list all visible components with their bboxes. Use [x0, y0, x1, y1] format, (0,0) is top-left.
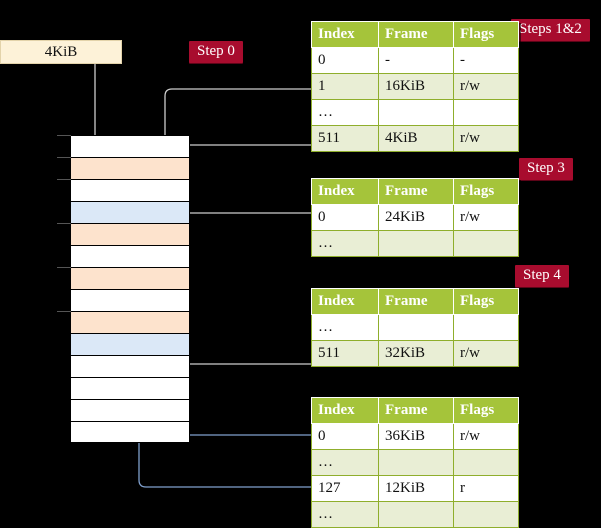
cell-index: …	[311, 449, 379, 476]
cell-frame: -	[378, 47, 454, 74]
cell-index: 0	[311, 47, 379, 74]
table-row: …	[311, 449, 519, 476]
memory-frame-cell	[70, 289, 190, 311]
memory-frame-cell	[70, 157, 190, 179]
cell-frame: 36KiB	[378, 423, 454, 450]
cell-flags	[453, 501, 519, 528]
badge-steps-1-2: Steps 1&2	[511, 19, 590, 41]
memory-frame-cell	[70, 245, 190, 267]
memory-frame-cell	[70, 421, 190, 443]
cell-frame: 24KiB	[378, 204, 454, 231]
cell-flags: r/w	[453, 423, 519, 450]
cell-flags	[453, 99, 519, 126]
memory-tick-mark	[57, 223, 71, 224]
table-row: 0--	[311, 47, 519, 74]
memory-frame-cell	[70, 399, 190, 421]
memory-frame-cell	[70, 179, 190, 201]
badge-step-0: Step 0	[189, 41, 243, 63]
badge-step-3: Step 3	[519, 158, 573, 180]
cell-flags: r	[453, 475, 519, 502]
column-header-flags: Flags	[453, 397, 519, 424]
cell-frame	[378, 230, 454, 257]
cell-flags: r/w	[453, 340, 519, 367]
cell-frame: 32KiB	[378, 340, 454, 367]
virtual-address-label: 4KiB	[44, 44, 78, 60]
column-header-frame: Frame	[378, 21, 454, 48]
table-row: …	[311, 314, 519, 341]
column-header-flags: Flags	[453, 178, 519, 205]
memory-frame-cell	[70, 355, 190, 377]
wire-pdpt-to-mem	[172, 212, 311, 232]
memory-frame-cell	[70, 333, 190, 355]
memory-frame-cell	[70, 311, 190, 333]
column-header-index: Index	[311, 21, 379, 48]
table-row: …	[311, 99, 519, 126]
cell-frame	[378, 99, 454, 126]
cell-index: 511	[311, 125, 379, 152]
column-header-frame: Frame	[378, 288, 454, 315]
cell-flags	[453, 230, 519, 257]
table-row: …	[311, 230, 519, 257]
memory-tick-mark	[57, 157, 71, 158]
cell-index: …	[311, 230, 379, 257]
cell-index: …	[311, 99, 379, 126]
cell-frame: 4KiB	[378, 125, 454, 152]
table-row: …	[311, 501, 519, 528]
memory-tick-mark	[57, 311, 71, 312]
column-header-index: Index	[311, 288, 379, 315]
memory-tick-mark	[57, 179, 71, 180]
cell-index: 127	[311, 475, 379, 502]
cell-frame: 16KiB	[378, 73, 454, 100]
cell-frame	[378, 501, 454, 528]
cell-flags: r/w	[453, 125, 519, 152]
column-header-index: Index	[311, 178, 379, 205]
cell-frame: 12KiB	[378, 475, 454, 502]
column-header-frame: Frame	[378, 178, 454, 205]
memory-frame-cell	[70, 201, 190, 223]
cell-index: 0	[311, 423, 379, 450]
column-header-flags: Flags	[453, 288, 519, 315]
cell-flags	[453, 314, 519, 341]
cell-flags: r/w	[453, 204, 519, 231]
cell-index: 0	[311, 204, 379, 231]
badge-step-4: Step 4	[515, 265, 569, 287]
cell-flags: r/w	[453, 73, 519, 100]
memory-frame-cell	[70, 267, 190, 289]
virtual-address-box: 4KiB	[0, 40, 122, 64]
column-header-index: Index	[311, 397, 379, 424]
cell-index: …	[311, 501, 379, 528]
cell-index: …	[311, 314, 379, 341]
cell-index: 1	[311, 73, 379, 100]
cell-frame	[378, 314, 454, 341]
memory-frame-cell	[70, 223, 190, 245]
cell-frame	[378, 449, 454, 476]
column-header-flags: Flags	[453, 21, 519, 48]
memory-frame-cell	[70, 377, 190, 399]
cell-flags	[453, 449, 519, 476]
wire-pml4-back	[172, 144, 311, 153]
wire-pd-to-mem	[172, 306, 311, 365]
cell-flags: -	[453, 47, 519, 74]
physical-memory-column	[70, 135, 190, 443]
column-header-frame: Frame	[378, 397, 454, 424]
memory-tick-mark	[57, 135, 71, 136]
cell-index: 511	[311, 340, 379, 367]
memory-tick-mark	[57, 267, 71, 268]
memory-frame-cell	[70, 135, 190, 157]
